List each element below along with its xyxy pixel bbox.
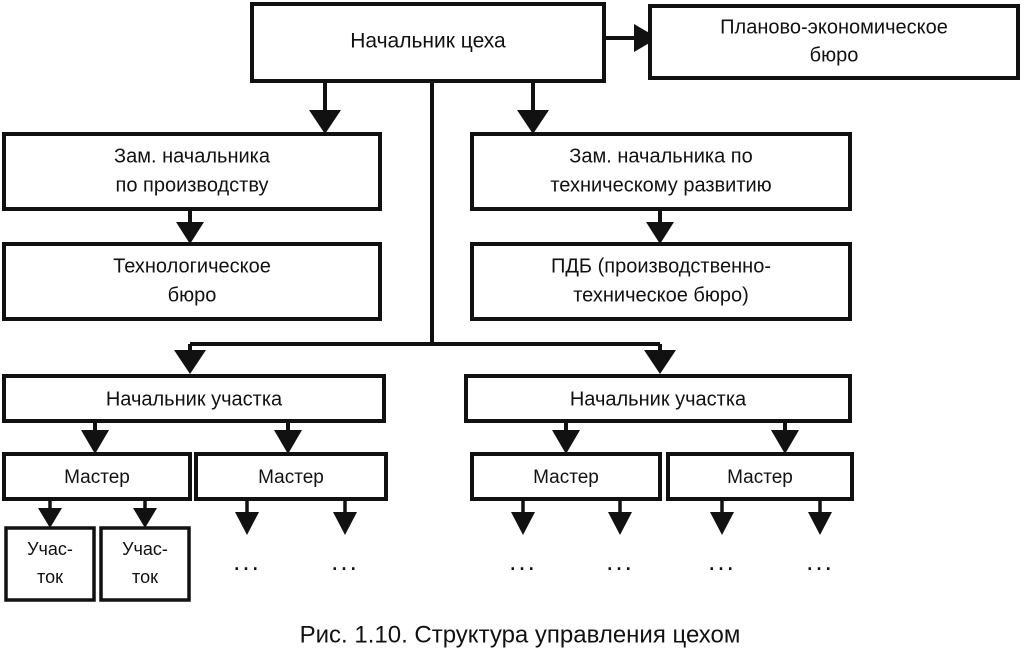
connectors-group [38,24,832,535]
node-pdb-bureau-label-line1: ПДБ (производственно- [551,255,771,277]
connector-deputy-production-to-technology [176,209,204,244]
node-ellipsis-6: ... [806,546,834,576]
node-foreman-3-label: Мастер [533,467,599,488]
arrow-down-icon [608,512,632,535]
node-deputy-production[interactable]: Зам. начальника по производству [2,132,382,211]
arrow-down-icon [274,430,302,454]
figure-caption: Рис. 1.10. Структура управления цехом [300,621,741,648]
node-section-1-label-line1: Учас- [27,539,73,559]
node-deputy-production-label-line2: по производству [115,174,268,196]
node-planning-bureau[interactable]: Планово-экономическое бюро [648,4,1020,80]
node-foreman-2[interactable]: Мастер [194,452,388,501]
node-section-head-right[interactable]: Начальник участка [464,374,852,423]
node-section-2[interactable]: Учас- ток [99,526,191,602]
node-foreman-4-label: Мастер [727,467,793,488]
arrow-down-icon [710,512,734,535]
arrow-down-icon [174,350,206,374]
arrow-down-icon [552,430,580,454]
arrow-down-icon [235,512,259,535]
node-ellipsis-1: ... [233,546,261,576]
node-section-1-label-line2: ток [37,567,63,587]
node-ellipsis-4: ... [606,546,634,576]
node-technology-bureau-label-line2: бюро [168,284,217,306]
connector-foreman-1-to-sections [38,499,157,528]
arrow-down-icon [511,512,535,535]
node-foreman-4[interactable]: Мастер [666,452,854,501]
arrow-down-icon [808,512,832,535]
connector-section-head-right-to-foremen [552,421,799,454]
node-foreman-2-label: Мастер [258,467,324,488]
connector-foreman-3-to-ellipses [511,499,632,535]
node-section-1[interactable]: Учас- ток [4,526,96,602]
node-planning-bureau-label-line1: Планово-экономическое [720,16,948,38]
node-ellipsis-2: ... [331,546,359,576]
node-deputy-technical-label-line2: техническому развитию [550,174,771,196]
node-pdb-bureau[interactable]: ПДБ (производственно- техническое бюро) [470,242,852,321]
connector-section-head-left-to-foremen [81,421,302,454]
connector-manager-to-deputy-technical [517,81,549,134]
node-shop-manager[interactable]: Начальник цеха [250,2,606,83]
arrow-down-icon [771,430,799,454]
connector-deputy-technical-to-pdb [646,209,674,244]
node-technology-bureau-label-line1: Технологическое [113,255,271,277]
connector-foreman-2-to-ellipses [235,499,357,535]
connector-foreman-4-to-ellipses [710,499,832,535]
node-shop-manager-label: Начальник цеха [350,30,506,53]
connector-section-head-bus [174,342,676,374]
node-foreman-1-label: Мастер [64,467,130,488]
node-deputy-technical-label-line1: Зам. начальника по [569,145,752,167]
connector-manager-to-planning [604,24,658,52]
node-planning-bureau-label-line2: бюро [810,44,859,66]
node-ellipsis-5: ... [708,546,736,576]
arrow-down-icon [517,110,549,134]
node-deputy-production-label-line1: Зам. начальника [114,145,271,167]
node-foreman-3[interactable]: Мастер [470,452,662,501]
node-section-head-left[interactable]: Начальник участка [2,374,386,423]
arrow-down-icon [646,222,674,244]
arrow-down-icon [333,512,357,535]
connector-manager-to-deputy-production [309,81,341,134]
node-section-2-label-line2: ток [132,567,158,587]
arrow-down-icon [644,350,676,374]
arrow-down-icon [38,508,62,528]
node-technology-bureau[interactable]: Технологическое бюро [2,242,382,321]
arrow-down-icon [309,110,341,134]
arrow-down-icon [81,430,109,454]
arrow-right-icon [634,24,658,52]
node-section-head-right-label: Начальник участка [570,388,747,410]
node-deputy-technical[interactable]: Зам. начальника по техническому развитию [470,132,852,211]
node-pdb-bureau-label-line2: техническое бюро) [573,284,749,306]
node-foreman-1[interactable]: Мастер [2,452,192,501]
arrow-down-icon [133,508,157,528]
node-section-head-left-label: Начальник участка [106,388,283,410]
node-section-2-label-line1: Учас- [122,539,168,559]
node-ellipsis-3: ... [509,546,537,576]
arrow-down-icon [176,222,204,244]
